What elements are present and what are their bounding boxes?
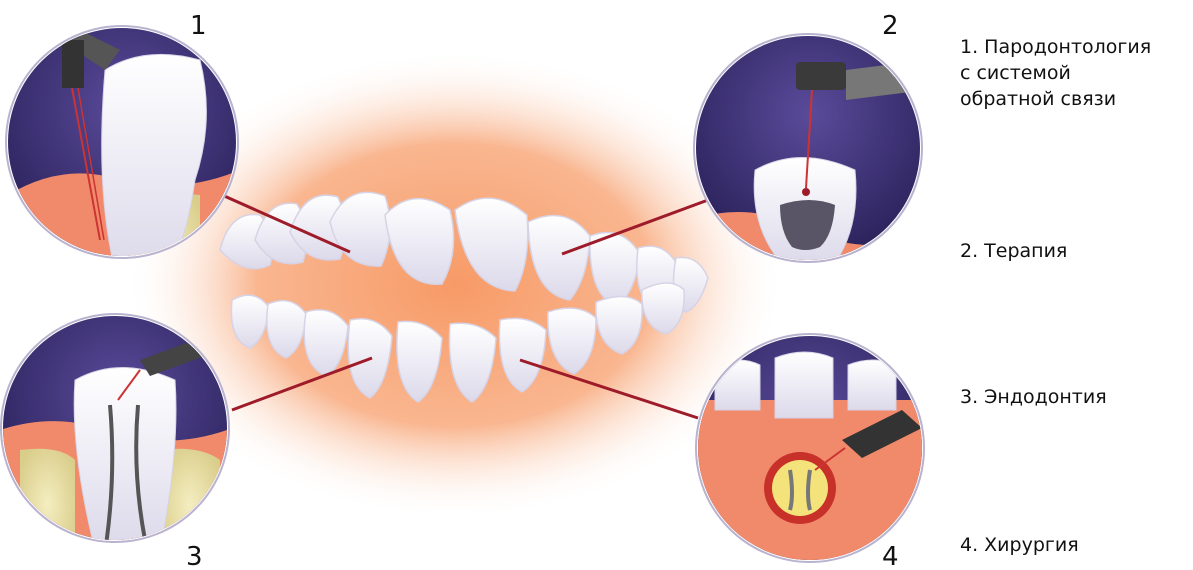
callout-number-2: 2	[882, 11, 899, 41]
legend-surgery: 4. Хирургия	[960, 532, 1079, 558]
legend-endodontics: 3. Эндодонтия	[960, 384, 1107, 410]
callout-number-4: 4	[882, 542, 899, 570]
legend-therapy: 2. Терапия	[960, 238, 1067, 264]
legend-periodontology: 1. Пародонтология с системой обратной св…	[960, 34, 1151, 112]
callout-number-3: 3	[186, 542, 203, 570]
callout-number-1: 1	[190, 11, 207, 41]
